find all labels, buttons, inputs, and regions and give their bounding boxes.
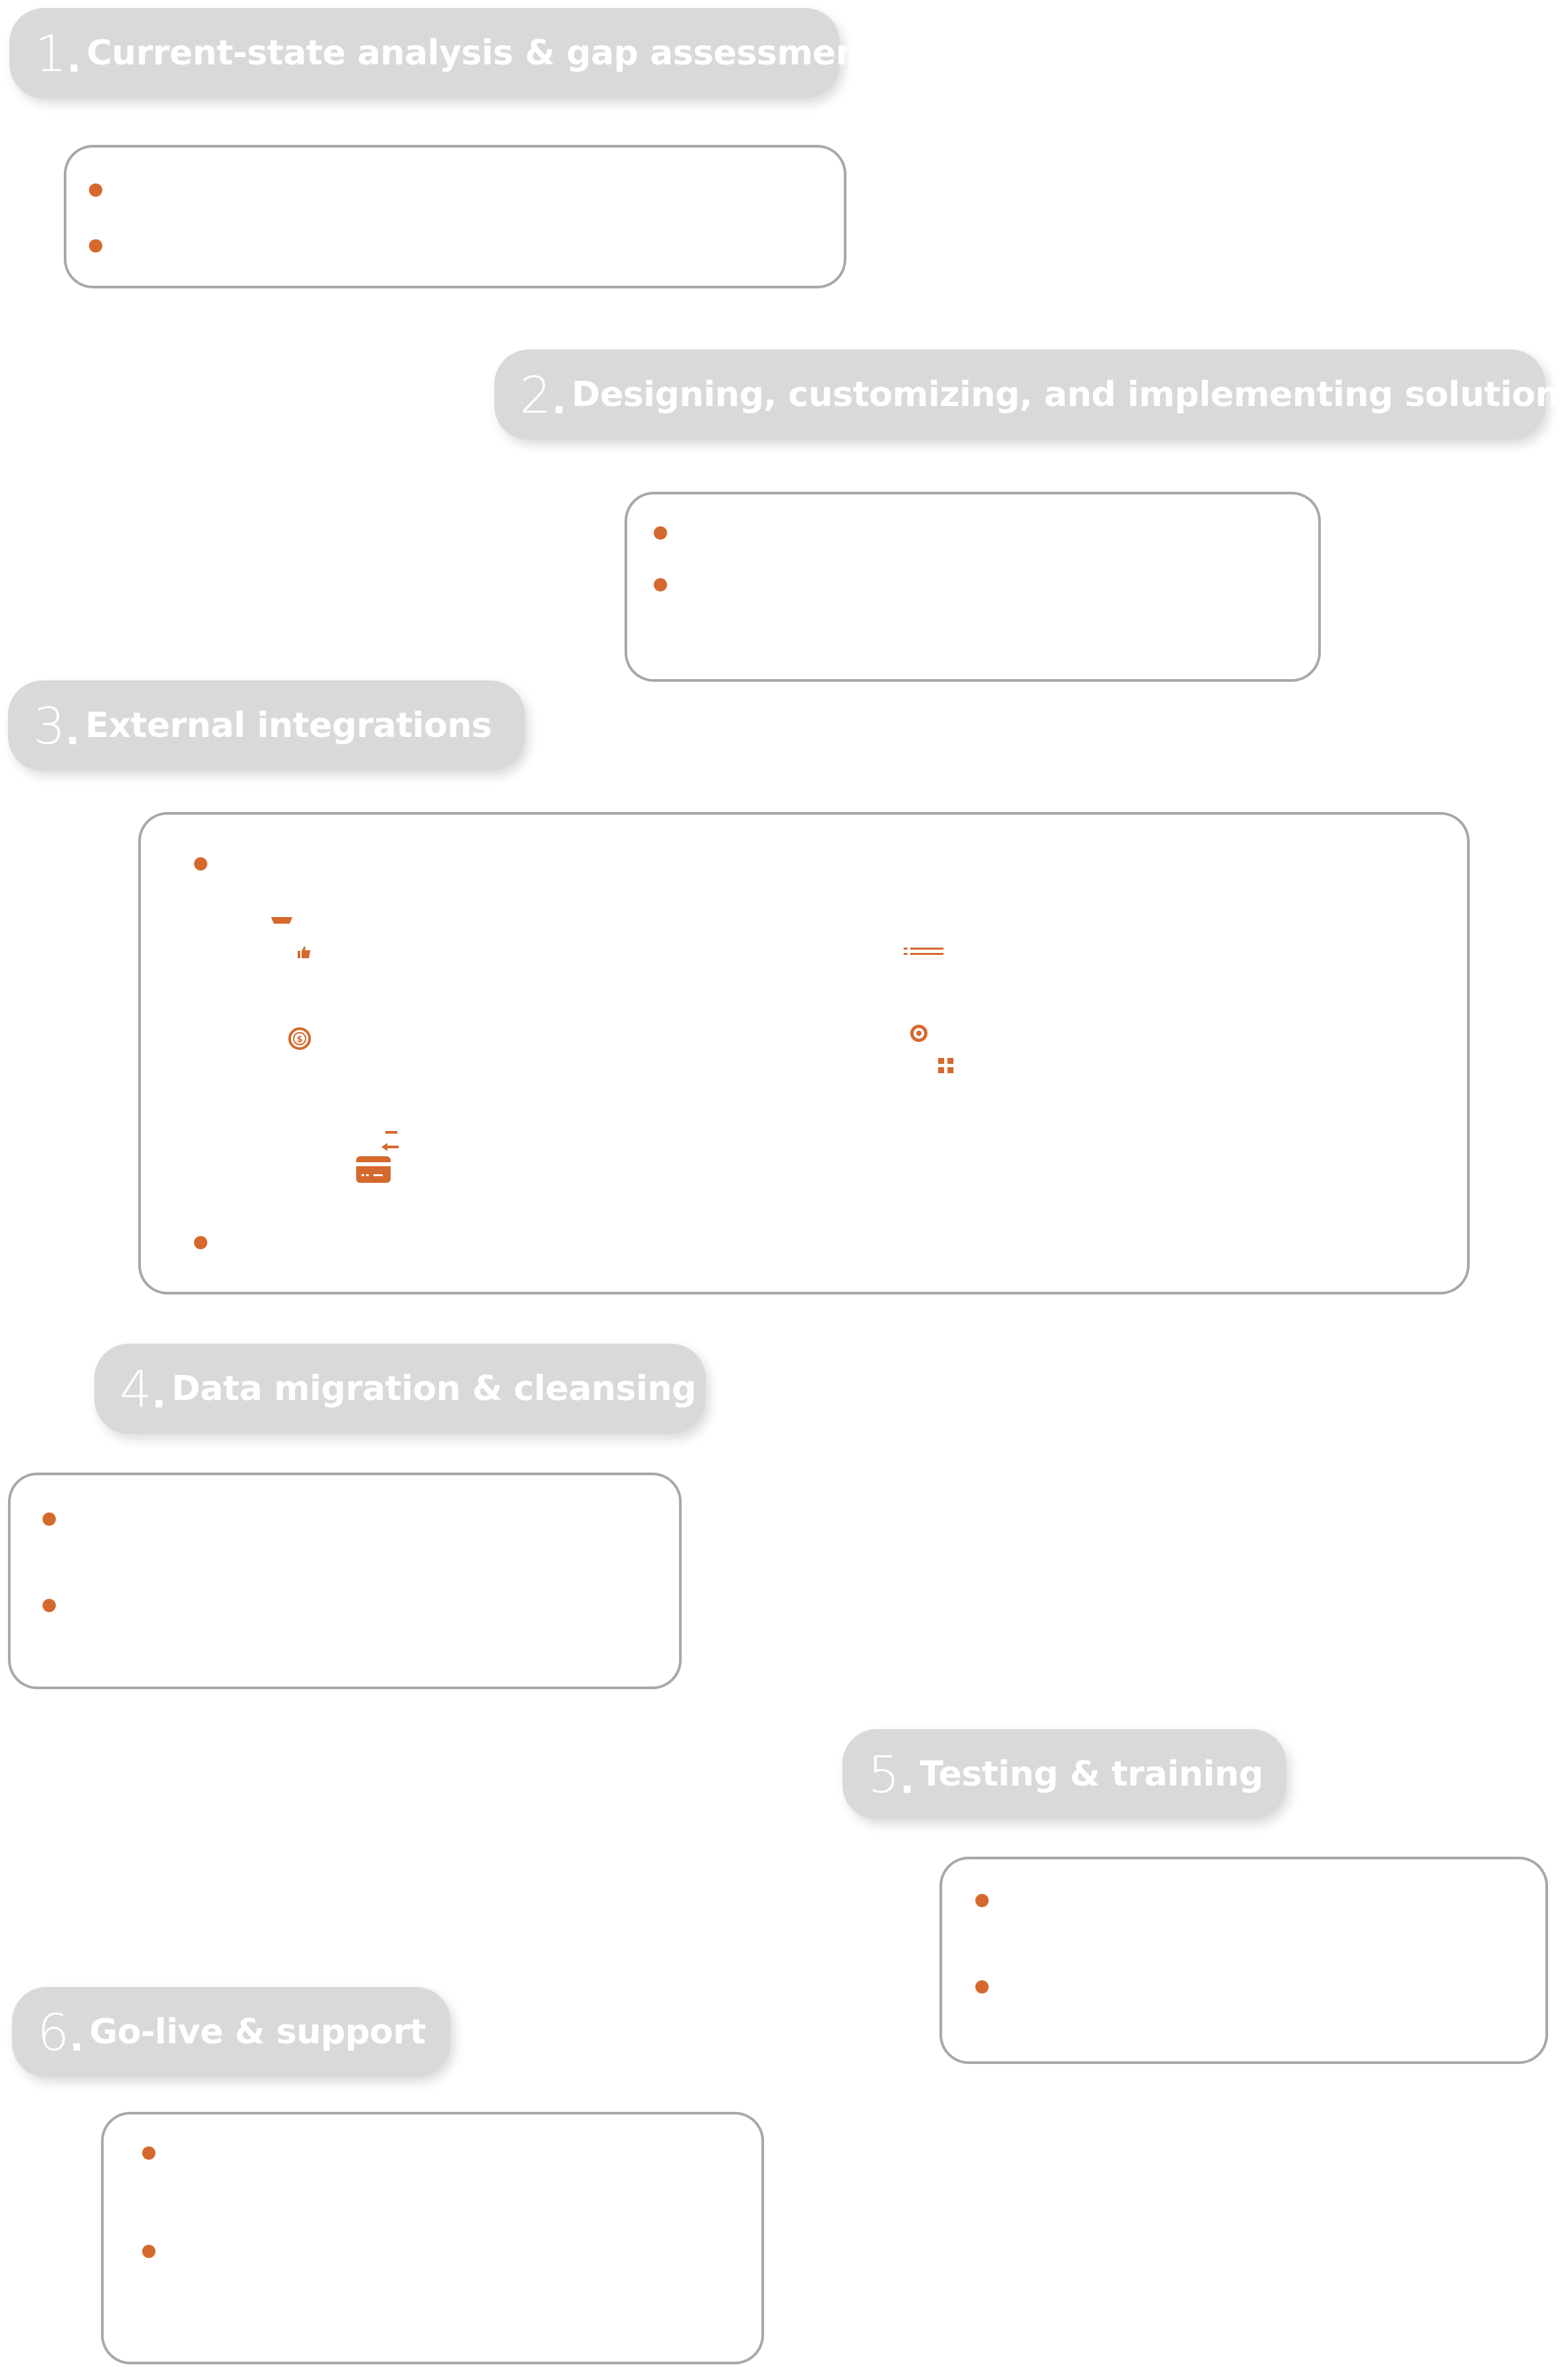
step-5-content-box — [939, 1857, 1548, 2064]
bullet — [142, 2146, 155, 2160]
step-2-content-box — [625, 492, 1321, 682]
step-1-title: Current-state analysis & gap assessment — [86, 33, 876, 73]
list-icon — [904, 948, 943, 955]
step-1-separator: . — [66, 36, 82, 81]
grid-icon — [938, 1058, 953, 1073]
bullet — [89, 183, 102, 197]
step-4-header: 4 . Data migration & cleansing — [94, 1344, 706, 1434]
step-2-title: Designing, customizing, and implementing… — [571, 375, 1568, 415]
step-6-title: Go-live & support — [89, 2012, 426, 2052]
step-1-header: 1 . Current-state analysis & gap assessm… — [9, 8, 876, 98]
step-5-title: Testing & training — [920, 1754, 1264, 1794]
step-2-header: 2 . Designing, customizing, and implemen… — [494, 350, 1568, 440]
bullet — [194, 1236, 207, 1249]
step-6-content-box — [101, 2112, 764, 2364]
step-3-header: 3 . External integrations — [8, 680, 525, 771]
tray-icon — [271, 917, 292, 924]
step-6-separator: . — [69, 2015, 84, 2060]
bullet — [43, 1599, 56, 1612]
bullet — [975, 1980, 989, 1994]
svg-text:$: $ — [296, 1035, 302, 1045]
step-2-separator: . — [551, 377, 567, 423]
transfer-arrow-icon — [381, 1131, 399, 1151]
bullet — [142, 2245, 155, 2258]
step-6-header: 6 . Go-live & support — [12, 1987, 450, 2077]
step-3-number: 3 — [33, 696, 65, 756]
step-5-separator: . — [900, 1757, 915, 1802]
step-4-content-box — [8, 1473, 682, 1689]
step-4-separator: . — [151, 1372, 167, 1417]
bullet — [194, 857, 207, 871]
step-5-header: 5 . Testing & training — [842, 1729, 1286, 1819]
step-3-content-box: $ — [138, 812, 1470, 1294]
bullet — [654, 526, 667, 540]
target-icon — [910, 1025, 928, 1042]
step-6-number: 6 — [37, 2002, 69, 2062]
step-4-title: Data migration & cleansing — [171, 1369, 696, 1409]
step-3-separator: . — [65, 708, 80, 754]
thumbs-up-icon — [298, 946, 310, 958]
dollar-coin-icon: $ — [288, 1027, 311, 1050]
step-1-content-box — [64, 145, 846, 288]
bullet — [654, 578, 667, 591]
step-3-title: External integrations — [85, 706, 492, 746]
step-2-number: 2 — [520, 365, 551, 425]
bullet — [975, 1894, 989, 1907]
step-1-number: 1 — [35, 23, 66, 83]
bullet — [43, 1512, 56, 1526]
step-4-number: 4 — [120, 1359, 151, 1419]
bullet — [89, 239, 102, 253]
credit-card-icon — [356, 1156, 391, 1183]
step-5-number: 5 — [868, 1744, 900, 1804]
